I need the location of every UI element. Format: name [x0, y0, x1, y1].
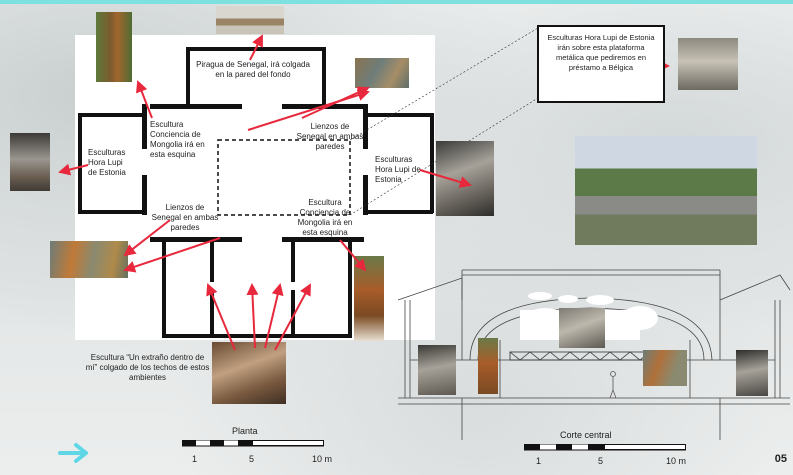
label-hora-left: Esculturas Hora Lupi de Estonia	[88, 148, 126, 177]
label-conciencia-top: Escultura Conciencia de Mongolia irá en …	[150, 120, 205, 159]
photo-section-hora-left	[418, 345, 456, 395]
photo-lienzos-bottom	[50, 241, 128, 278]
scale-planta-tick-10: 10 m	[312, 454, 333, 464]
label-lienzos-top: Lienzos de Senegal en ambas paredes	[296, 122, 364, 151]
scale-planta-title: Planta	[232, 426, 258, 436]
label-lienzos-bottom: Lienzos de Senegal en ambas paredes	[151, 203, 219, 232]
platform-callout: Esculturas Hora Lupi de Estonia irán sob…	[537, 25, 665, 103]
photo-section-hora-right	[736, 350, 768, 396]
scale-corte-tick-1: 1	[536, 456, 542, 466]
scale-planta-tick-1: 1	[192, 454, 198, 464]
label-hora-right: Esculturas Hora Lupi de Estonia	[375, 155, 421, 184]
scale-corte-tick-10: 10 m	[666, 456, 687, 466]
scale-corte-tick-5: 5	[598, 456, 604, 466]
photo-extrano	[212, 342, 286, 404]
photo-section-conciencia	[478, 338, 498, 394]
photo-piragua	[216, 6, 284, 34]
top-accent-bar	[0, 0, 793, 4]
photo-section-platform	[559, 308, 605, 348]
platform-outline	[217, 139, 351, 216]
photo-conciencia-top	[96, 12, 132, 82]
photo-section-lienzos	[643, 350, 687, 386]
photo-callout-platform	[678, 38, 738, 90]
photo-street-view	[575, 136, 757, 245]
scale-planta-tick-5: 5	[249, 454, 255, 464]
label-conciencia-bottom: Escultura Conciencia de Mongolia irá en …	[297, 198, 353, 237]
label-extrano: Escultura “Un extraño dentro de mí” colg…	[85, 353, 210, 382]
photo-hora-left	[10, 133, 50, 191]
scale-corte-title: Corte central	[560, 430, 612, 440]
next-arrow-icon[interactable]	[58, 442, 92, 464]
page-number: 05	[774, 453, 787, 465]
scale-bar-planta	[182, 440, 324, 447]
scale-bar-corte	[524, 444, 686, 451]
photo-lienzos-top	[355, 58, 409, 88]
label-piragua: Piragua de Senegal, irá colgada en la pa…	[196, 60, 310, 79]
